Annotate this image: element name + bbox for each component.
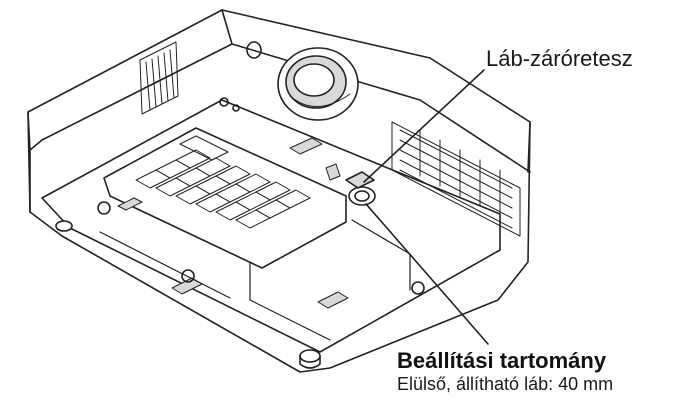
foot-latch-button — [345, 171, 375, 189]
callout-line-foot-latch — [363, 69, 485, 183]
foot-ring — [181, 269, 195, 283]
filter-cover — [103, 127, 347, 269]
adjust-range-title: Beállítási tartomány — [397, 348, 607, 373]
foot-ring — [411, 281, 425, 295]
foot-latch-label: Láb-záróretesz — [486, 46, 633, 71]
front-vent-grille — [391, 121, 521, 237]
adjust-range-detail: Elülső, állítható láb: 40 mm — [397, 374, 614, 394]
side-vent-grille — [139, 41, 179, 115]
callout-line-adjust-range — [365, 203, 489, 345]
rear-foot — [55, 220, 73, 232]
label-plates — [117, 137, 349, 309]
adjustable-front-foot — [348, 186, 376, 206]
rear-foot — [299, 349, 321, 369]
small-button — [232, 104, 240, 112]
sensor-circle — [246, 41, 262, 59]
lens — [277, 47, 359, 121]
small-button — [219, 97, 229, 107]
foot-ring — [97, 201, 111, 215]
